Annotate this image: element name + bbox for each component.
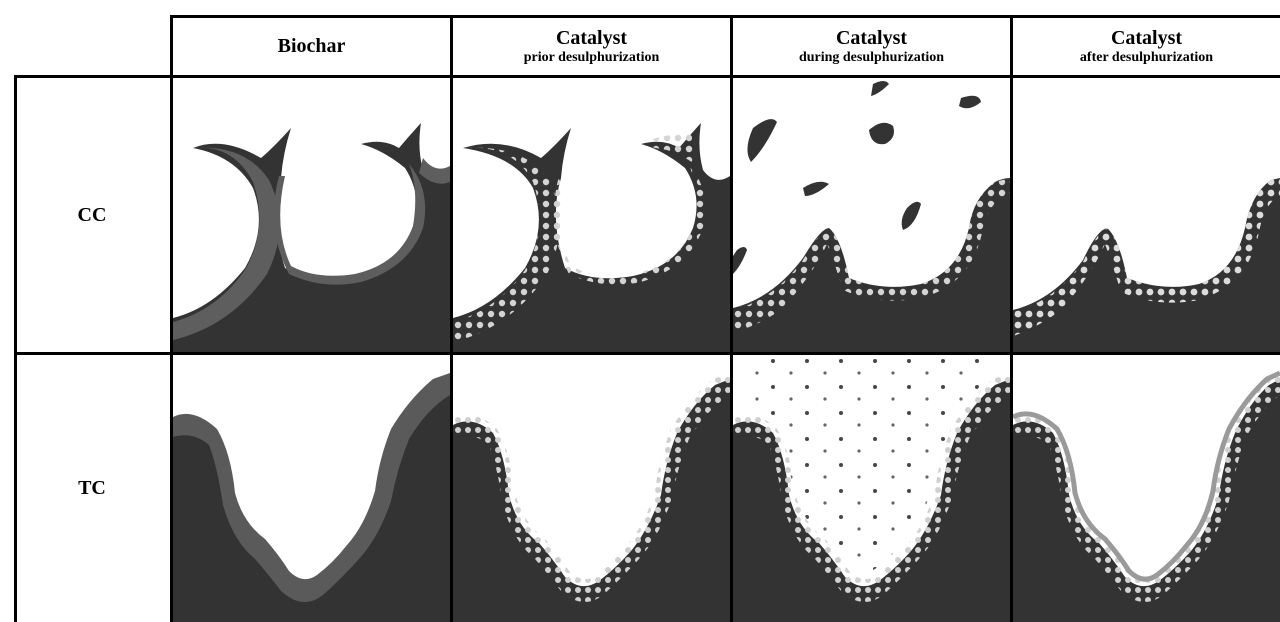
header-subtitle: after desulphurization — [1080, 49, 1213, 66]
header-subtitle: prior desulphurization — [524, 49, 660, 66]
tc-catalyst-after-cell — [1013, 355, 1280, 622]
cc-catalyst-during-illustration — [733, 78, 1010, 352]
tc-biochar-cell — [173, 355, 450, 622]
tc-catalyst-during-cell — [733, 355, 1010, 622]
tc-catalyst-prior-cell — [453, 355, 730, 622]
header-title: Catalyst — [836, 27, 907, 49]
tc-catalyst-prior-illustration — [453, 355, 730, 622]
header-title: Catalyst — [556, 27, 627, 49]
header-biochar: Biochar — [173, 17, 450, 75]
row-label-cc: CC — [14, 78, 170, 352]
header-title: Biochar — [278, 35, 346, 57]
header-catalyst-during: Catalyst during desulphurization — [733, 17, 1010, 75]
tc-catalyst-after-illustration — [1013, 355, 1280, 622]
cc-biochar-illustration — [173, 78, 450, 352]
cc-biochar-cell — [173, 78, 450, 352]
header-subtitle: during desulphurization — [799, 49, 944, 66]
row-label-tc: TC — [14, 355, 170, 622]
cc-catalyst-prior-illustration — [453, 78, 730, 352]
header-catalyst-prior: Catalyst prior desulphurization — [453, 17, 730, 75]
cc-catalyst-after-illustration — [1013, 78, 1280, 352]
tc-catalyst-during-illustration — [733, 355, 1010, 622]
tc-biochar-illustration — [173, 355, 450, 622]
cc-catalyst-prior-cell — [453, 78, 730, 352]
cc-catalyst-after-cell — [1013, 78, 1280, 352]
header-title: Catalyst — [1111, 27, 1182, 49]
cc-catalyst-during-cell — [733, 78, 1010, 352]
header-catalyst-after: Catalyst after desulphurization — [1013, 17, 1280, 75]
